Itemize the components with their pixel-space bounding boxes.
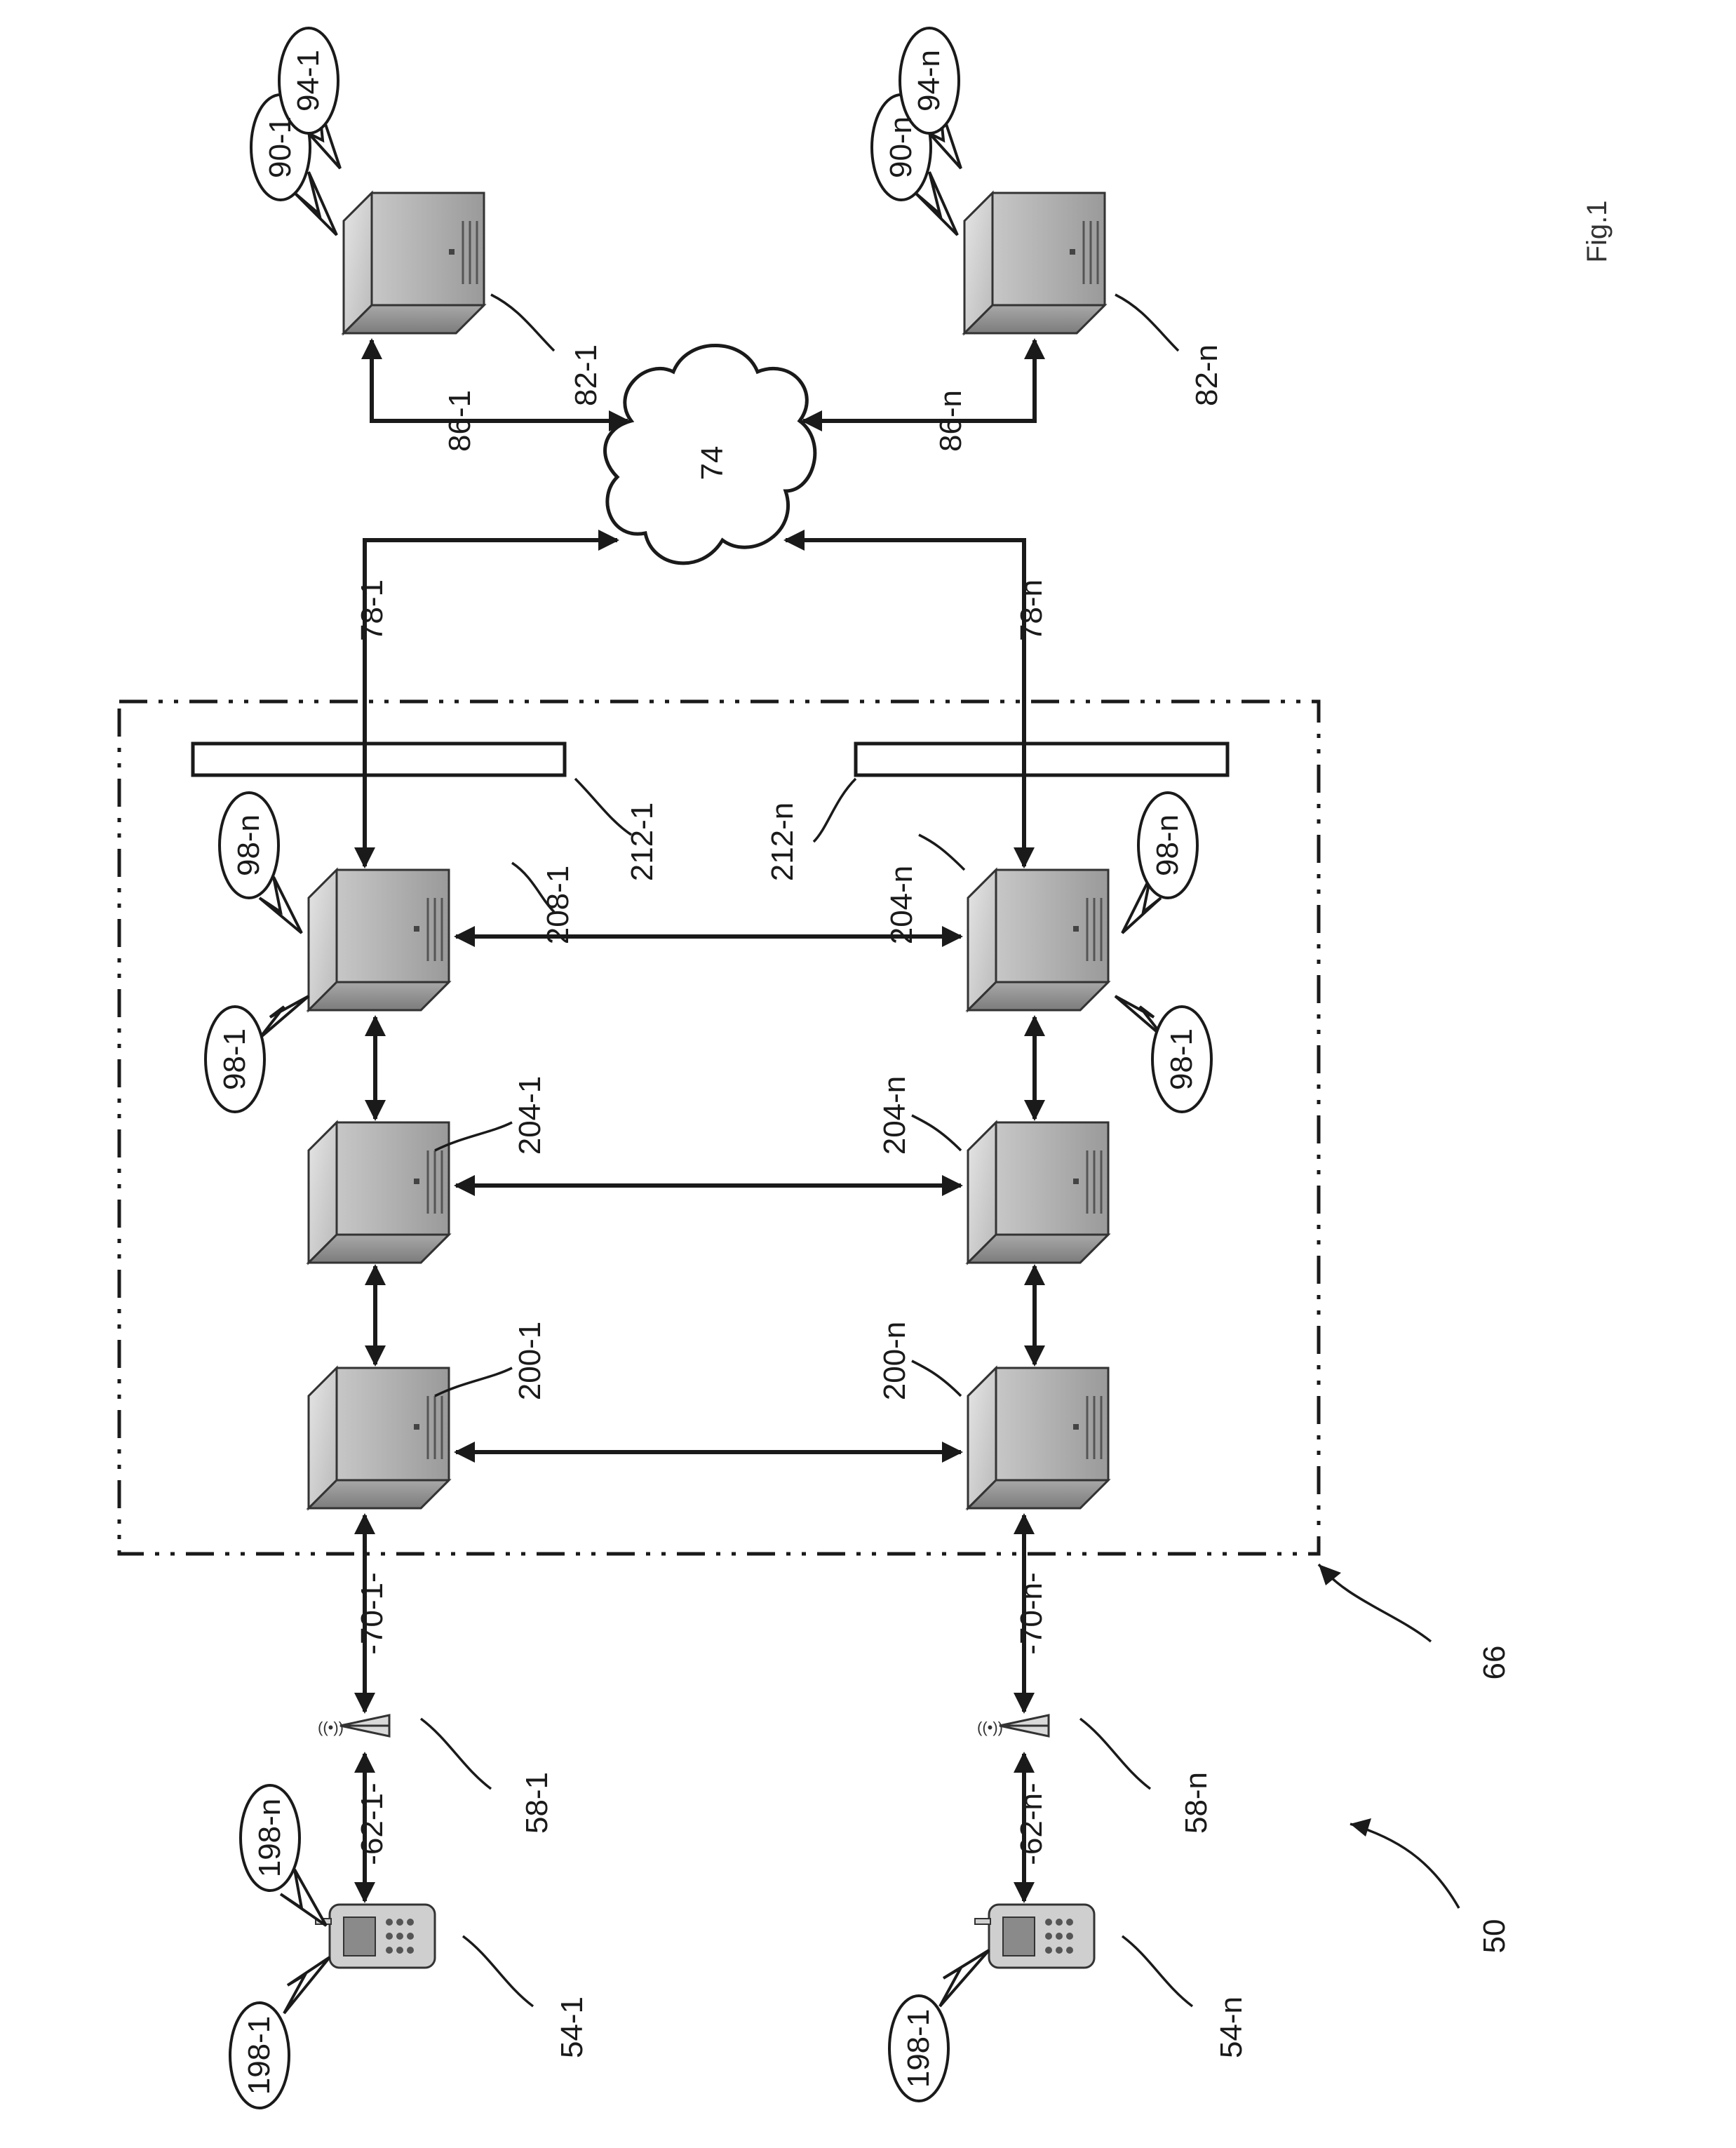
label-device-n: 54-n — [1214, 1996, 1249, 2058]
label-srvn-app-b: 98-n — [1150, 814, 1185, 876]
label-app-n-bottom: 198-1 — [901, 2009, 936, 2088]
label-system: 50 — [1477, 1919, 1512, 1954]
wireless-links — [365, 1754, 1024, 1901]
label-vendor-1: 82-1 — [569, 344, 603, 406]
tower-58-1 — [318, 1715, 389, 1736]
label-ext-1: 78-1 — [355, 579, 389, 641]
label-gw-n: 200-n — [877, 1322, 912, 1401]
label-srvn-app-a: 98-1 — [1164, 1028, 1199, 1090]
label-vendor-link-1: 86-1 — [443, 390, 477, 452]
label-server-group: 66 — [1477, 1646, 1512, 1680]
label-tower-1: 58-1 — [520, 1772, 554, 1834]
label-backhaul-n: -70-n- — [1014, 1572, 1049, 1654]
server-200-n — [968, 1368, 1108, 1508]
device-54-1 — [316, 1905, 435, 1968]
label-srv1-app-b: 98-n — [231, 814, 266, 876]
label-app-1-top: 198-n — [253, 1799, 287, 1878]
server-204-1 — [309, 1122, 449, 1263]
label-srv1-app-a: 98-1 — [217, 1028, 252, 1090]
label-ext-n: 78-n — [1014, 579, 1049, 641]
arrowhead-50 — [1350, 1818, 1371, 1837]
server-204-n — [968, 1122, 1108, 1263]
tower-58-n — [977, 1715, 1049, 1736]
storage-212-n — [856, 744, 1227, 775]
label-vendor-n: 82-n — [1190, 344, 1224, 406]
label-device-1: 54-1 — [555, 1996, 589, 2058]
server-200-1 — [309, 1368, 449, 1508]
label-gw-1: 200-1 — [513, 1322, 547, 1401]
label-tower-n: 58-n — [1179, 1772, 1213, 1834]
label-network: 74 — [695, 446, 729, 481]
label-backhaul-1: -70-1- — [355, 1572, 389, 1654]
label-store-n: 212-n — [765, 803, 800, 882]
backhaul-links — [365, 1515, 1024, 1712]
storage-212-1 — [193, 744, 565, 775]
vendor-server-82-n — [964, 193, 1105, 333]
vendor-server-82-1 — [344, 193, 484, 333]
leader-lines — [421, 295, 1459, 2006]
label-v1-app-a: 90-1 — [263, 116, 297, 178]
server-208-1 — [309, 870, 449, 1010]
device-54-n — [975, 1905, 1094, 1968]
label-app-1-bottom: 198-1 — [242, 2016, 276, 2095]
label-vn-app-b: 94-n — [912, 50, 946, 112]
label-v1-app-b: 94-1 — [291, 50, 325, 112]
figure-caption: Fig.1 — [1582, 201, 1613, 263]
label-store-1: 212-1 — [625, 803, 659, 882]
label-vendor-link-n: 86-n — [934, 390, 968, 452]
label-mid-n: 204-n — [877, 1076, 912, 1155]
server-204-n-top — [968, 870, 1108, 1010]
label-wireless-1: -62-1- — [355, 1783, 389, 1865]
label-mid-1: 204-1 — [513, 1076, 547, 1155]
label-vn-app-a: 90-n — [884, 116, 918, 178]
label-srv-1: 208-1 — [541, 866, 575, 945]
label-srv-n: 204-n — [884, 866, 919, 945]
label-wireless-n: -62-n- — [1014, 1783, 1049, 1865]
